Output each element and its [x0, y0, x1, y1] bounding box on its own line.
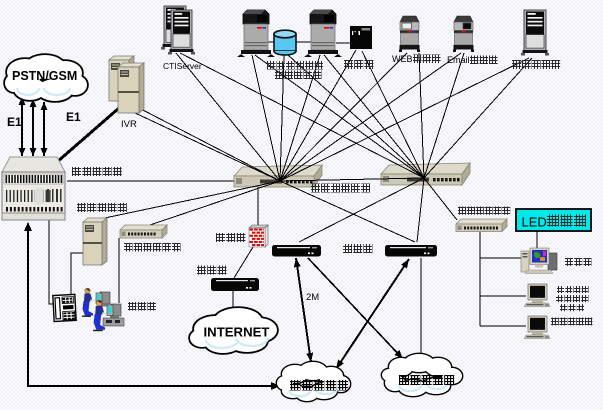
- svg-text:2M: 2M: [306, 292, 319, 303]
- svg-text:PSTN/GSM: PSTN/GSM: [12, 69, 77, 83]
- svg-text:E1: E1: [66, 110, 81, 124]
- svg-text:LED: LED: [522, 215, 547, 230]
- svg-text:INTERNET: INTERNET: [204, 325, 270, 340]
- svg-text:CTIServer: CTIServer: [163, 61, 202, 71]
- svg-text:IVR: IVR: [121, 119, 137, 130]
- svg-text:Email: Email: [447, 55, 470, 65]
- svg-text:E1: E1: [7, 115, 22, 129]
- svg-text:WEB: WEB: [392, 54, 413, 64]
